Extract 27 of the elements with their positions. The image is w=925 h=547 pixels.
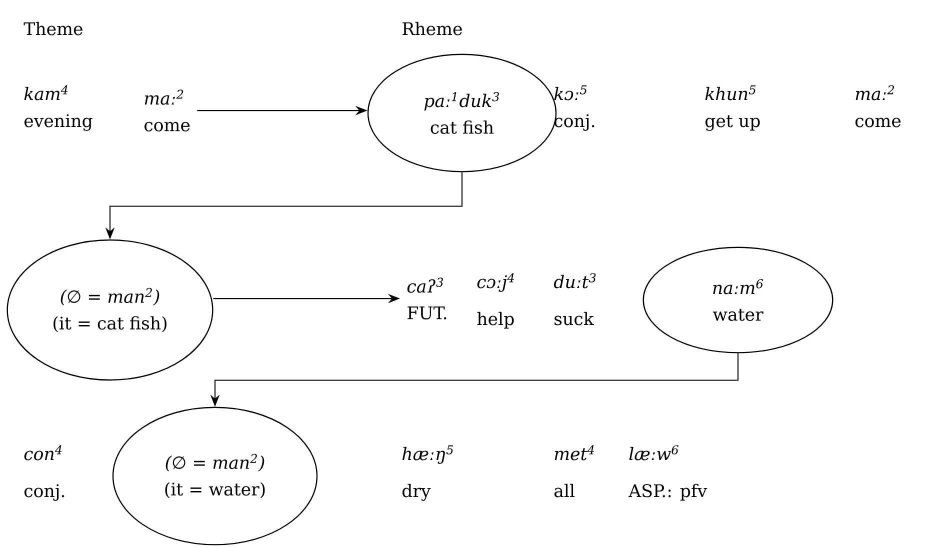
gloss-word: suck <box>554 312 594 326</box>
gloss-word: met$^{4}$ <box>554 445 594 460</box>
gloss-word: hæːŋ$^{5}$ <box>402 445 454 464</box>
circled-word: naːm$^{6}$ water <box>642 246 834 354</box>
heading: Theme <box>24 22 82 36</box>
gloss-word: all <box>554 484 574 498</box>
gloss-word: caʔ$^{3}$ FUT. <box>407 278 446 320</box>
gloss-word: get up <box>705 115 760 131</box>
circled-word: (∅ = man$^{2}$) (it = water) <box>112 406 318 546</box>
gloss-word: læːw$^{6}$ <box>629 445 678 460</box>
gloss-word: maː$^{2}$ come <box>144 90 190 132</box>
gloss-word: come <box>855 118 901 128</box>
gloss-word: evening <box>24 114 92 131</box>
gloss-word: kɔː$^{5}$ <box>554 85 587 100</box>
gloss-word: conj. <box>24 484 64 501</box>
gloss-word: ASP.: pfv <box>628 484 708 501</box>
circled-word: (∅ = man$^{2}$) (it = cat fish) <box>6 239 214 381</box>
heading: Rheme <box>402 22 462 36</box>
gloss-word: maː$^{2}$ <box>856 85 894 100</box>
gloss-word: con$^{4}$ <box>24 445 62 460</box>
gloss-word: conj. <box>554 114 594 131</box>
gloss-word: help <box>477 312 514 329</box>
gloss-word: dry <box>402 484 431 501</box>
gloss-word: kam$^{4}$ <box>24 85 68 100</box>
gloss-word: duːt$^{3}$ <box>554 273 596 288</box>
gloss-word: cɔːj$^{4}$ <box>477 273 514 292</box>
gloss-word: khun$^{5}$ <box>705 85 756 100</box>
